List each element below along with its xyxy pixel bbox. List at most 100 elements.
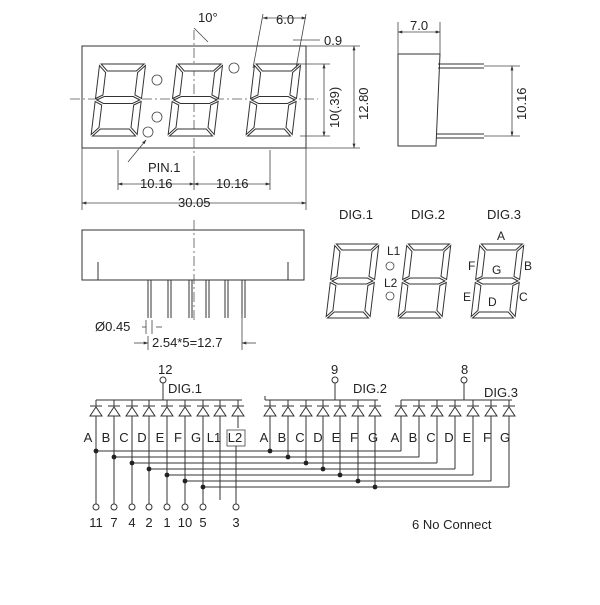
dig3-diode-1: [394, 400, 408, 428]
map-digit-2-seg-d: [398, 311, 442, 319]
pin-pitch-label: 2.54*5=12.7: [152, 335, 222, 350]
map-digit-1-seg-c: [364, 281, 375, 318]
map-digit-2-seg-a: [407, 243, 451, 251]
front-digit-1-seg-g: [95, 96, 141, 104]
l1-dot: [385, 261, 395, 271]
map-digit-1-seg-a: [335, 243, 379, 251]
front-digit-1-seg-a: [100, 63, 146, 72]
map-digit-1: [325, 243, 380, 319]
dig3-title: DIG.3: [487, 207, 521, 222]
dig1-seg-labels-6: G: [191, 430, 201, 445]
dim-6-ext-left: [252, 13, 264, 69]
dig2-seg-labels-1: B: [278, 430, 287, 445]
map-digit-2-seg-e: [397, 281, 409, 318]
digit-width-label: 6.0: [276, 12, 294, 27]
map-digit-2-seg-b: [440, 244, 452, 281]
dim-6-ext-right: [295, 13, 307, 69]
bottom-pins: [147, 280, 246, 318]
no-connect-label: 6 No Connect: [412, 517, 492, 532]
front-digit-2-seg-d: [168, 128, 214, 137]
bottom-pin-label-5: 10: [178, 515, 192, 530]
dig3-diode-5: [466, 400, 480, 428]
map-digit-3-seg-a: [480, 243, 524, 251]
dig3-diode-4: [448, 400, 462, 428]
pin-terminal-4: [163, 503, 171, 511]
dig1-seg-labels-4: E: [156, 430, 165, 445]
bottom-view: Ø0.45 2.54*5=12.7: [81, 220, 305, 350]
dig2-diode-3: [299, 400, 313, 428]
dig1-diode-4: [142, 400, 156, 428]
front-digit-2-seg-f: [171, 64, 184, 100]
dig3-seg-labels-6: G: [500, 430, 510, 445]
dig1-pin: 12: [158, 362, 172, 377]
map-digit-1-seg-e: [325, 281, 337, 318]
seg-c-label: C: [519, 290, 528, 304]
pin-diameter-label: Ø0.45: [95, 319, 130, 334]
map-digit-2-seg-f: [402, 244, 413, 281]
dig3-seg-labels-3: D: [444, 430, 453, 445]
dig2-diode-7: [368, 400, 382, 428]
seg-d-label: D: [488, 295, 497, 309]
dig2-diode-1: [263, 400, 277, 428]
schematic-wires: [89, 376, 516, 511]
map-digit-3: [470, 243, 525, 319]
dig1-seg-labels-2: C: [119, 430, 128, 445]
map-digit-1-seg-g: [330, 277, 375, 285]
bottom-pin-label-4: 1: [163, 515, 170, 530]
dig3-pin: 8: [461, 362, 468, 377]
pin-terminal-1: [110, 503, 118, 511]
dig1-label: DIG.1: [168, 381, 202, 396]
bottom-pin-label-2: 4: [128, 515, 135, 530]
pitch-left-label: 10.16: [140, 176, 173, 191]
front-digit-1-seg-d: [91, 128, 137, 137]
dig1-seg-labels-8: L2: [228, 430, 242, 445]
dig1-seg-labels-3: D: [137, 430, 146, 445]
seg-e-label: E: [463, 290, 471, 304]
dig2-pin: 9: [331, 362, 338, 377]
map-digit-3-seg-c: [509, 281, 520, 318]
bottom-pin-label-3: 2: [145, 515, 152, 530]
pin-terminal-0: [92, 503, 100, 511]
dig1-diode-9: [231, 400, 245, 428]
front-view: 10° 6.0 0.9 10(.39) 12.80 PIN.1 10.16 10…: [70, 10, 371, 210]
dig1-diode-2: [107, 400, 121, 428]
front-digit-3-seg-g: [250, 96, 296, 104]
front-digit-3-seg-e: [245, 100, 258, 136]
dig1-diode-1: [89, 400, 103, 428]
dig2-seg-labels-0: A: [260, 430, 269, 445]
map-digits: [325, 243, 525, 319]
pin1-label: PIN.1: [148, 160, 181, 175]
dig3-common-pin: [460, 376, 468, 384]
seg-a-label: A: [497, 229, 505, 243]
pin-terminal-6: [199, 503, 207, 511]
front-digit-2-seg-g: [172, 96, 218, 104]
pin-terminal-5: [181, 503, 189, 511]
map-digit-1-seg-d: [326, 311, 370, 319]
dig2-diode-4: [316, 400, 330, 428]
segment-width-label: 0.9: [324, 33, 342, 48]
colon-dot-lower: [151, 111, 163, 123]
bottom-pin-label-1: 7: [110, 515, 117, 530]
map-digit-3-seg-f: [475, 244, 486, 281]
dig1-seg-labels-1: B: [102, 430, 111, 445]
side-view: 7.0 10.16: [397, 18, 529, 147]
front-digit-3-seg-c: [285, 100, 297, 136]
segment-map: DIG.1 DIG.2 DIG.3 L1 L2 A B C D E F G: [325, 207, 532, 319]
dig2-common-pin: [331, 376, 339, 384]
dig3-seg-labels-1: B: [409, 430, 418, 445]
front-digit-1-seg-f: [94, 64, 107, 100]
dot-2: [228, 62, 240, 74]
pin-terminal-2: [128, 503, 136, 511]
front-digit-3-seg-f: [249, 64, 262, 100]
dig1-diode-5: [160, 400, 174, 428]
side-body: [397, 53, 441, 147]
dig2-seg-labels-2: C: [295, 430, 304, 445]
front-digit-2-seg-c: [207, 100, 219, 136]
dig2-seg-labels-6: G: [368, 430, 378, 445]
dig1-seg-labels-7: L1: [207, 430, 221, 445]
total-width-label: 30.05: [178, 195, 211, 210]
